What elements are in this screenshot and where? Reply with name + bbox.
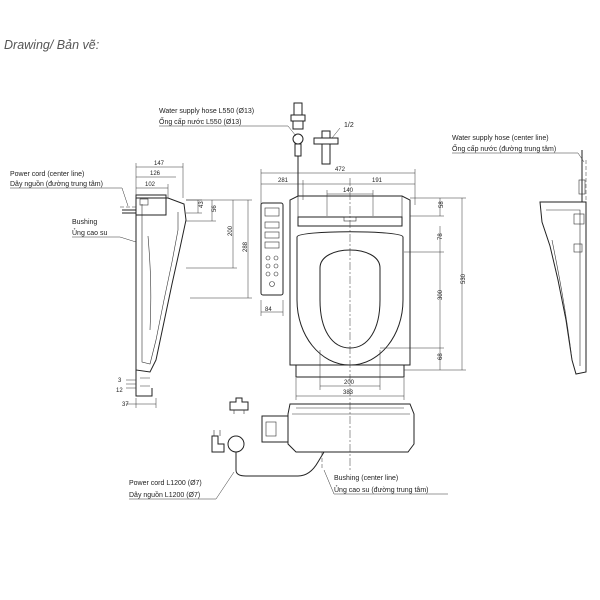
label-water-hose: Water supply hose L550 (Ø13) [159,108,254,115]
control-panel: 84 [260,202,284,316]
dim-56: 56 [212,205,218,212]
label-power-cord-vi: Dây nguồn L1200 (Ø7) [129,490,200,499]
dim-200-side: 200 [228,225,234,236]
dim-300: 300 [438,289,444,300]
label-power-cord: Power cord L1200 (Ø7) [129,480,202,487]
label-water-center: Water supply hose (center line) [452,135,549,142]
dim-147: 147 [154,161,165,167]
dim-3: 3 [118,378,122,384]
dim-37: 37 [122,402,129,408]
front-view [211,397,415,477]
dim-58: 58 [439,201,445,208]
top-view-seat [289,178,411,470]
dim-84: 84 [265,307,272,313]
dim-200-seat: 200 [344,380,355,386]
side-view-dimensions: 147 126 102 43 56 200 288 37 3 12 [116,161,252,408]
dim-78: 78 [438,233,444,240]
label-power-center-vi: Dây nguồn (đường trung tâm) [10,179,103,188]
label-thread: 1/2 [344,122,354,129]
water-fitting: 1/2 [290,102,354,196]
page-heading: Drawing/ Bản vẽ: [4,38,100,52]
label-power-center: Power cord (center line) [10,171,84,178]
dim-281: 281 [278,178,289,184]
label-water-center-vi: Ống cấp nước (đường trung tâm) [452,143,556,153]
dim-191: 191 [372,178,383,184]
label-water-hose-vi: Ống cấp nước L550 (Ø13) [159,116,241,126]
dim-288: 288 [243,241,249,252]
side-view-left [120,194,187,397]
label-bushing-center: Bushing (center line) [334,475,398,482]
dim-140: 140 [343,188,354,194]
dim-43: 43 [199,201,205,208]
dim-126: 126 [150,171,161,177]
dim-68: 68 [438,353,444,360]
dim-12: 12 [116,388,123,394]
dim-383: 383 [343,390,354,396]
label-bushing-vi: Ủng cao su [72,228,108,237]
dim-472: 472 [335,167,346,173]
label-bushing: Bushing [72,219,97,226]
side-view-labels: Power cord (center line) Dây nguồn (đườn… [10,171,137,243]
top-view-dimensions: 472 281 191 140 58 78 300 68 530 200 [260,167,467,400]
label-bushing-center-vi: Ủng cao su (đường trung tâm) [334,485,429,494]
dim-102: 102 [145,182,156,188]
dim-530: 530 [461,273,467,284]
side-view-right [539,150,587,375]
